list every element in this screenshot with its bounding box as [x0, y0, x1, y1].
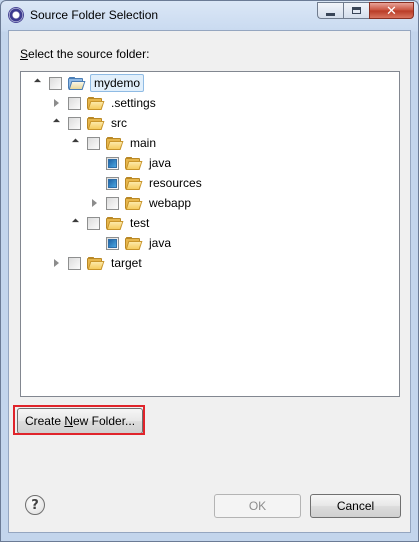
help-icon[interactable]: ? — [25, 495, 45, 515]
checkbox[interactable] — [68, 116, 81, 130]
prompt-mnemonic: S — [20, 47, 29, 61]
create-button-prefix: Create — [24, 414, 65, 428]
folder-icon — [87, 96, 105, 110]
checkbox[interactable] — [87, 136, 100, 150]
folder-icon — [125, 236, 143, 250]
tree-item-label: resources — [149, 176, 202, 190]
tree-item-test-java[interactable]: java — [89, 233, 173, 253]
ok-button[interactable]: OK — [214, 494, 301, 518]
tree-item-main-java[interactable]: java — [89, 153, 173, 173]
checkbox[interactable] — [68, 96, 81, 110]
prompt-label: Select the source folder: — [20, 47, 149, 61]
dialog-body: Select the source folder: mydemo .settin… — [8, 30, 411, 533]
collapse-icon[interactable] — [51, 118, 61, 128]
expand-icon[interactable] — [51, 258, 61, 268]
eclipse-icon — [8, 7, 24, 23]
create-button-rest: ew Folder... — [73, 414, 136, 428]
cancel-button[interactable]: Cancel — [310, 494, 401, 518]
tree-item-label: java — [149, 156, 172, 170]
expand-icon[interactable] — [51, 98, 61, 108]
window-controls: ✕ — [317, 2, 414, 19]
collapse-icon[interactable] — [70, 218, 80, 228]
ok-label: OK — [248, 499, 267, 513]
folder-icon — [125, 196, 143, 210]
close-icon: ✕ — [386, 3, 397, 18]
tree-item-label: main — [130, 136, 157, 150]
tree-item-label: src — [111, 116, 127, 130]
tree-item-label: java — [149, 236, 172, 250]
folder-tree[interactable]: mydemo .settings src main — [20, 71, 400, 397]
prompt-rest: elect the source folder: — [28, 47, 150, 61]
checkbox[interactable] — [49, 76, 62, 90]
tree-item-resources[interactable]: resources — [89, 173, 204, 193]
checkbox[interactable] — [106, 196, 119, 210]
minimize-button[interactable] — [317, 2, 343, 19]
title-bar[interactable]: Source Folder Selection ✕ — [1, 1, 418, 29]
tree-item-label: target — [111, 256, 142, 270]
expand-icon[interactable] — [89, 198, 99, 208]
window-title: Source Folder Selection — [30, 8, 159, 22]
tree-item-settings[interactable]: .settings — [51, 93, 158, 113]
checkbox[interactable] — [87, 216, 100, 230]
checkbox-checked[interactable] — [106, 156, 119, 170]
project-folder-icon — [68, 76, 86, 90]
checkbox-checked[interactable] — [106, 176, 119, 190]
maximize-icon — [352, 7, 361, 14]
folder-icon — [106, 136, 124, 150]
tree-item-label: test — [130, 216, 150, 230]
folder-icon — [87, 116, 105, 130]
create-button-mnemonic: N — [64, 414, 73, 428]
tree-item-mydemo[interactable]: mydemo — [32, 73, 145, 93]
folder-icon — [125, 156, 143, 170]
maximize-button[interactable] — [343, 2, 369, 19]
collapse-icon[interactable] — [32, 78, 42, 88]
folder-icon — [87, 256, 105, 270]
tree-item-main[interactable]: main — [70, 133, 158, 153]
tree-item-label: mydemo — [90, 74, 145, 92]
close-button[interactable]: ✕ — [369, 2, 414, 19]
folder-icon — [125, 176, 143, 190]
checkbox[interactable] — [68, 256, 81, 270]
folder-icon — [106, 216, 124, 230]
minimize-icon — [326, 12, 335, 16]
tree-item-label: webapp — [149, 196, 192, 210]
tree-item-target[interactable]: target — [51, 253, 144, 273]
help-glyph: ? — [31, 497, 39, 513]
collapse-icon[interactable] — [70, 138, 80, 148]
tree-item-src[interactable]: src — [51, 113, 129, 133]
tree-item-test[interactable]: test — [70, 213, 151, 233]
checkbox-checked[interactable] — [106, 236, 119, 250]
tree-item-webapp[interactable]: webapp — [89, 193, 193, 213]
cancel-label: Cancel — [336, 499, 375, 513]
tree-item-label: .settings — [111, 96, 156, 110]
